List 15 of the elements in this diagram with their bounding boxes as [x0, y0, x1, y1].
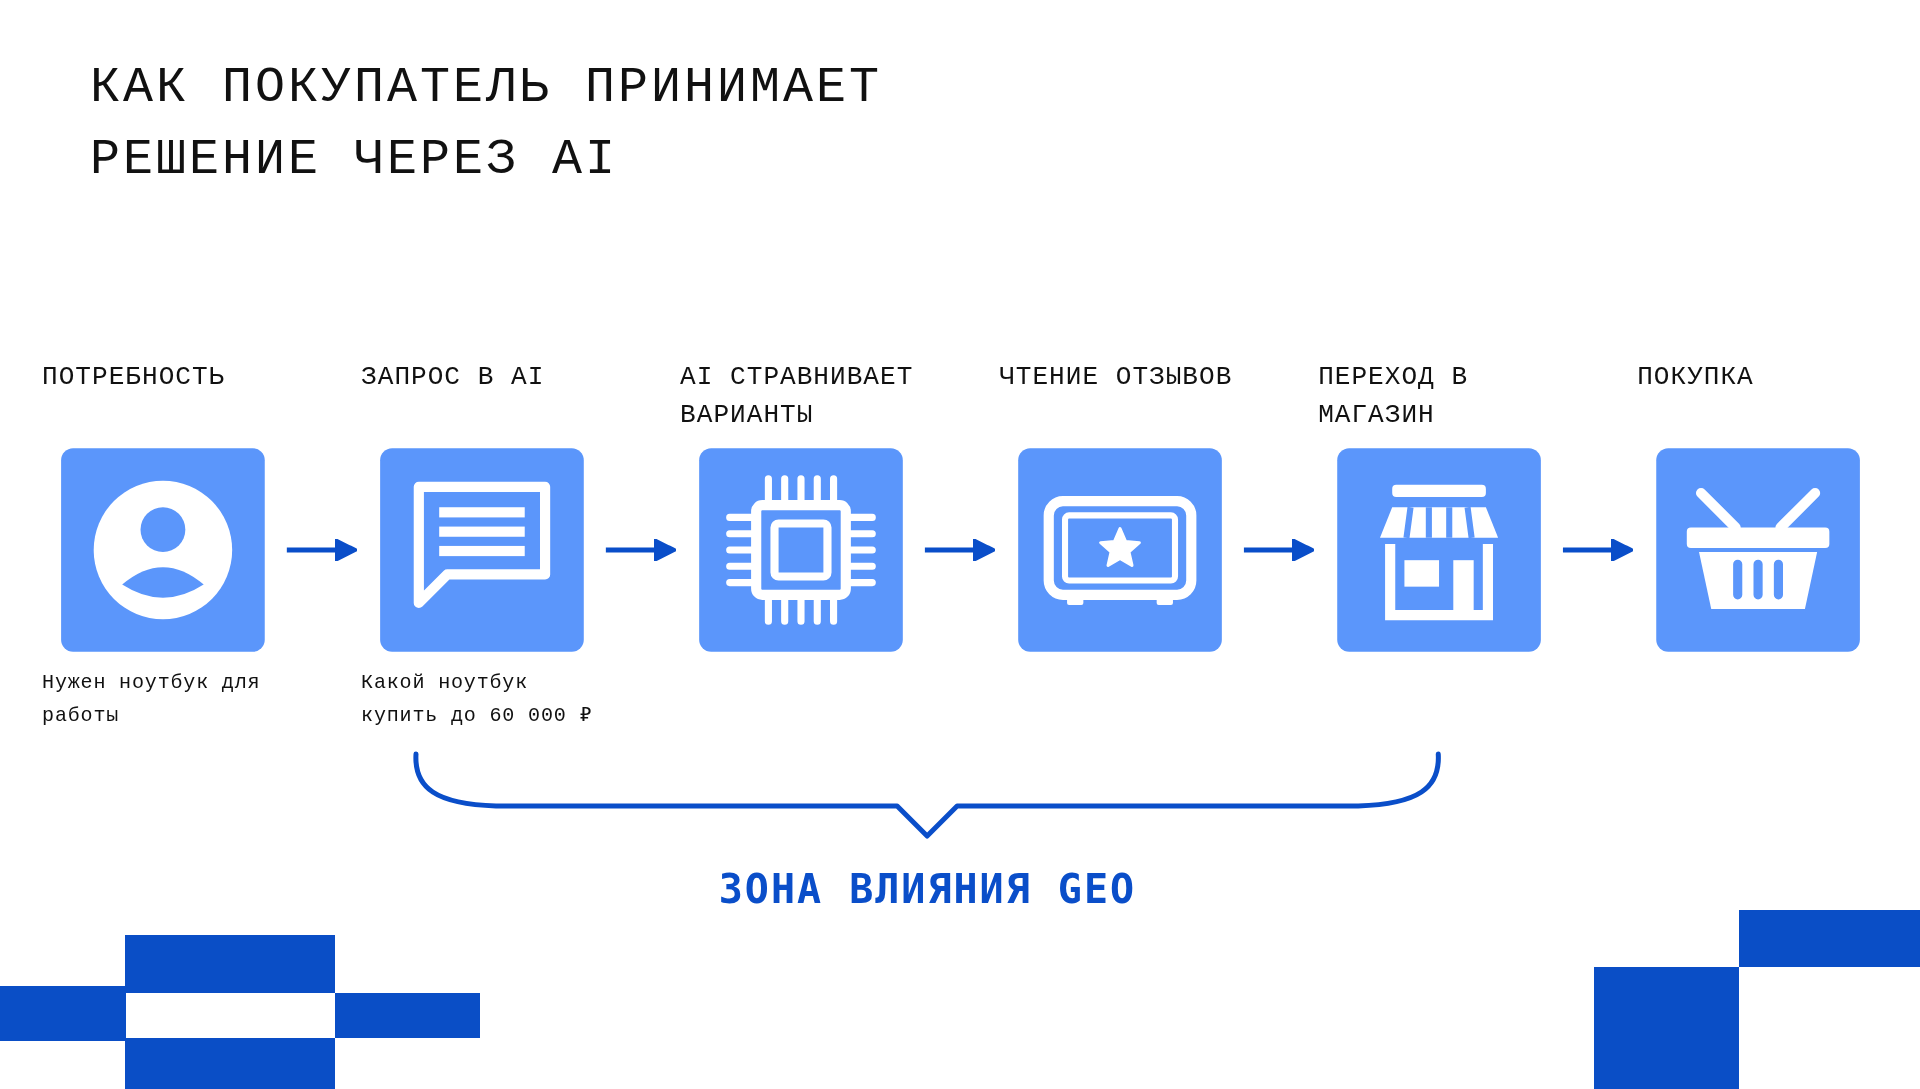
arrow [605, 537, 678, 563]
step-heading: ПОТРЕБНОСТЬ [42, 360, 227, 394]
step-heading: ПОКУПКА [1637, 360, 1755, 394]
arrow [286, 537, 359, 563]
step-heading: ЧТЕНИЕ ОТЗЫВОВ [999, 360, 1234, 394]
step-caption: Какой ноутбук купить до 60 000 ₽ [361, 669, 594, 730]
step-heading: ЗАПРОС В AI [361, 360, 546, 394]
step-heading: ПЕРЕХОД В МАГАЗИН [1318, 360, 1470, 433]
step-heading: AI СТРАВНИВАЕТ ВАРИАНТЫ [680, 360, 915, 433]
arrow [1243, 537, 1316, 563]
step-caption: Нужен ноутбук для работы [42, 669, 262, 730]
arrow [924, 537, 997, 563]
arrow [1562, 537, 1635, 563]
diagram-title: КАК ПОКУПАТЕЛЬ ПРИНИМАЕТ РЕШЕНИЕ ЧЕРЕЗ AI [90, 58, 884, 190]
zone-label: ЗОНА ВЛИЯНИЯ GEO [717, 866, 1138, 913]
